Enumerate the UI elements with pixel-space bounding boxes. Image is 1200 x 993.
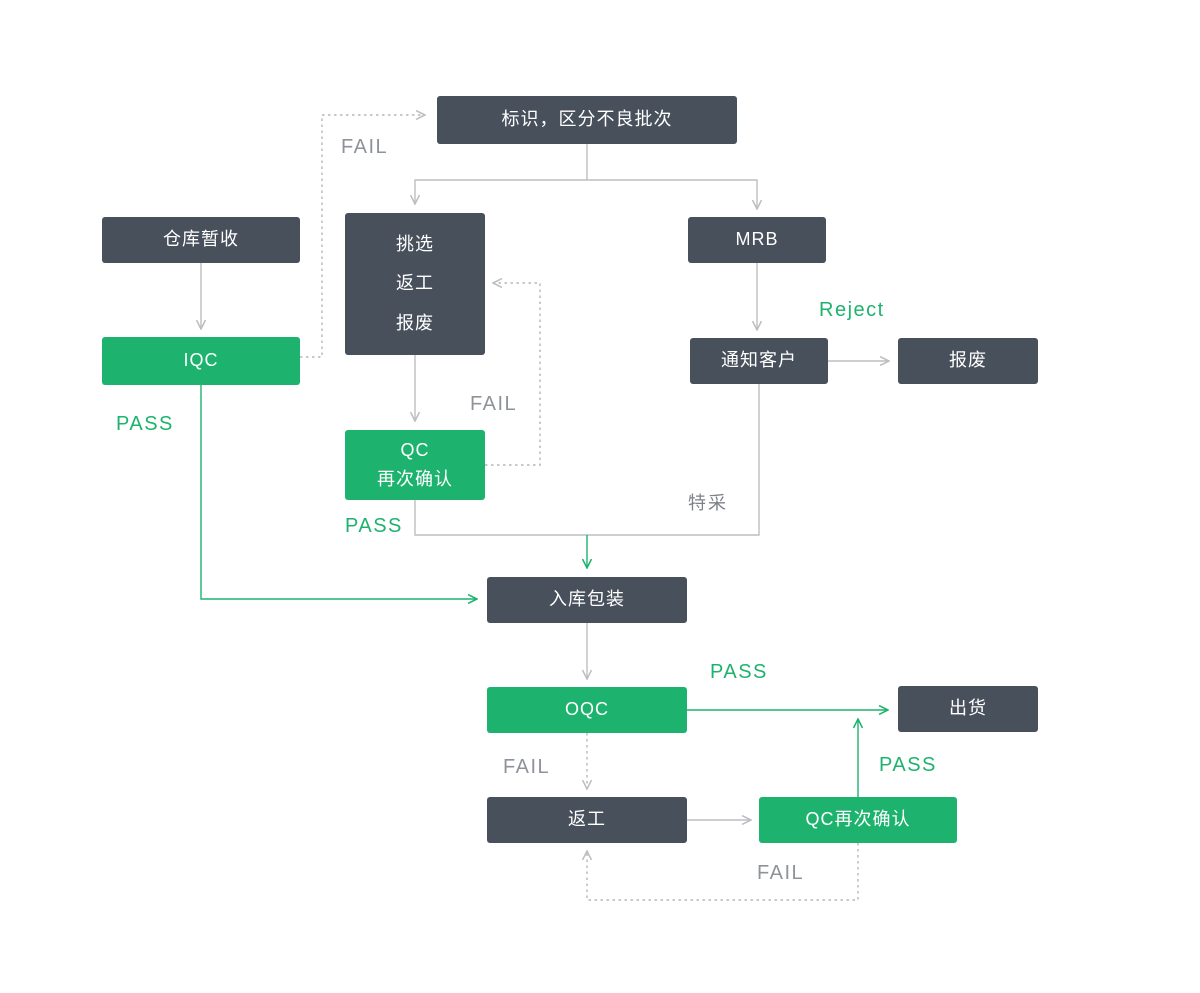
node-qc-recheck-2-label: QC再次确认 bbox=[805, 809, 911, 830]
edge-label-qc2-fail: FAIL bbox=[757, 862, 805, 884]
node-qc-recheck-line1: QC bbox=[400, 439, 430, 460]
node-oqc-label: OQC bbox=[564, 699, 609, 720]
node-scrap: 报废 bbox=[898, 338, 1038, 384]
edge-qc-fail-to-sort bbox=[485, 283, 541, 466]
edge-mark-to-sort bbox=[415, 179, 587, 204]
edge-mark-to-mrb bbox=[587, 179, 757, 209]
node-ship: 出货 bbox=[898, 686, 1038, 732]
node-warehouse-hold-label: 仓库暂收 bbox=[163, 229, 239, 250]
edge-label-qc-fail: FAIL bbox=[470, 393, 518, 415]
node-mrb: MRB bbox=[688, 217, 826, 263]
node-notify-customer-label: 通知客户 bbox=[721, 350, 797, 371]
node-warehouse-packing-label: 入库包装 bbox=[549, 589, 625, 610]
node-scrap-line: 报废 bbox=[396, 312, 434, 333]
node-qc-recheck: QC 再次确认 bbox=[345, 430, 485, 500]
edge-label-special-acceptance: 特采 bbox=[688, 493, 728, 513]
node-mark-batches-label: 标识，区分不良批次 bbox=[501, 109, 673, 130]
node-qc-recheck-line2: 再次确认 bbox=[377, 469, 453, 489]
edge-label-reject: Reject bbox=[819, 299, 885, 321]
edge-qc2-fail-to-rework bbox=[587, 843, 859, 901]
node-sort-rework-scrap: 挑选 返工 报废 bbox=[345, 213, 485, 355]
node-sort-line: 挑选 bbox=[396, 234, 434, 255]
edge-label-iqc-pass: PASS bbox=[116, 413, 174, 435]
node-rework-line: 返工 bbox=[396, 273, 434, 294]
node-mark-batches: 标识，区分不良批次 bbox=[437, 96, 737, 144]
node-iqc: IQC bbox=[102, 337, 300, 385]
node-qc-recheck-2: QC再次确认 bbox=[759, 797, 957, 843]
edge-label-iqc-fail: FAIL bbox=[341, 136, 389, 158]
node-oqc: OQC bbox=[487, 687, 687, 733]
node-mrb-label: MRB bbox=[735, 229, 779, 250]
node-rework: 返工 bbox=[487, 797, 687, 843]
node-iqc-label: IQC bbox=[183, 350, 219, 371]
node-notify-customer: 通知客户 bbox=[690, 338, 828, 384]
edge-label-qc-pass: PASS bbox=[345, 515, 403, 537]
node-scrap-label: 报废 bbox=[949, 350, 987, 371]
edge-label-oqc-fail: FAIL bbox=[503, 756, 551, 778]
node-warehouse-packing: 入库包装 bbox=[487, 577, 687, 623]
node-ship-label: 出货 bbox=[949, 698, 987, 719]
node-warehouse-hold: 仓库暂收 bbox=[102, 217, 300, 263]
edge-label-qc2-pass: PASS bbox=[879, 754, 937, 776]
node-rework-label: 返工 bbox=[568, 809, 606, 830]
edge-label-oqc-pass: PASS bbox=[710, 661, 768, 683]
